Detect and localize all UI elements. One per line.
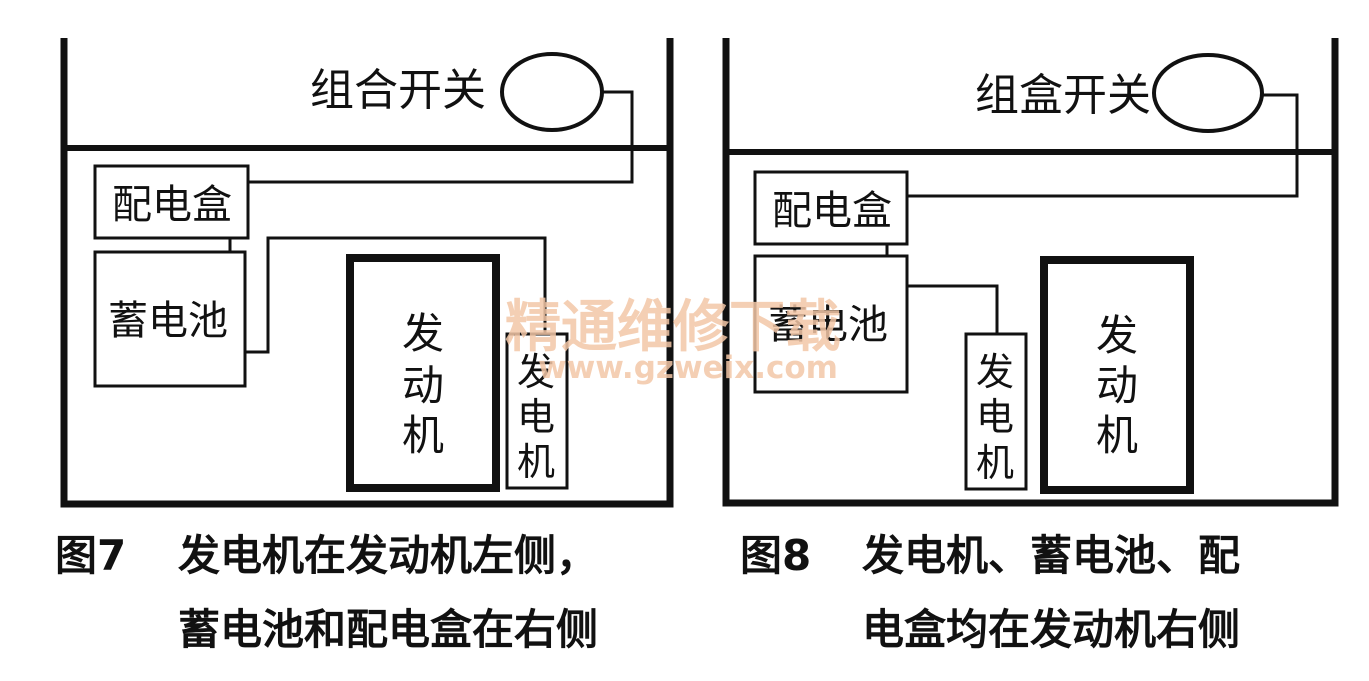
fig7-switch-ellipse — [500, 52, 604, 132]
fig8-frame — [722, 38, 1339, 507]
fig7-battery — [93, 250, 247, 388]
fig7-caption-line-1: 发电机在发动机左侧， — [178, 531, 598, 580]
fig7-caption-line-2: 蓄电池和配电盒在右侧 — [178, 605, 598, 654]
fig8-generator-char-2: 电 — [976, 395, 1014, 439]
fig8-switch-label: 组盒开关 — [975, 70, 1151, 121]
fig8-distribution-box-label: 配电盒 — [772, 188, 892, 234]
fig8-generator — [964, 332, 1028, 491]
fig7-engine-char-1: 发 — [402, 309, 444, 358]
fig8-switch-ellipse — [1152, 53, 1264, 133]
watermark-url: www.gzweix.com — [538, 350, 838, 386]
fig7-generator — [505, 332, 569, 490]
fig7-engine — [346, 254, 500, 492]
figure-7: 组合开关 配电盒 蓄电池 发 动 机 发 电 机 — [60, 38, 674, 508]
fig8-distribution-box — [753, 170, 909, 246]
fig7-engine-char-2: 动 — [402, 361, 444, 410]
fig8-caption-number: 图8 — [740, 531, 811, 580]
fig7-caption-number: 图7 — [55, 531, 126, 580]
fig7-frame — [60, 38, 674, 508]
fig7-wire-switch-to-box — [248, 90, 634, 184]
fig7-generator-char-3: 机 — [517, 440, 555, 484]
fig7-generator-char-1: 发 — [517, 350, 555, 394]
watermark: 精通维修下载 www.gzweix.com — [505, 295, 841, 386]
fig8-engine-char-3: 机 — [1096, 411, 1138, 460]
fig7-distribution-box-label: 配电盒 — [112, 182, 232, 228]
figure-8: 组盒开关 配电盒 蓄电池 发 电 机 发 动 机 — [722, 38, 1339, 507]
fig7-switch-label: 组合开关 — [310, 65, 486, 116]
fig8-generator-char-3: 机 — [976, 441, 1014, 485]
fig8-engine — [1040, 256, 1194, 494]
fig7-wire-battery-to-generator — [245, 236, 547, 354]
fig7-battery-label: 蓄电池 — [108, 298, 228, 344]
fig8-wire-switch-to-box — [907, 93, 1299, 198]
fig8-engine-char-2: 动 — [1096, 361, 1138, 410]
fig8-caption-line-2: 电盒均在发动机右侧 — [862, 605, 1240, 654]
fig8-wire-battery-to-generator — [907, 284, 999, 334]
fig8-battery-label: 蓄电池 — [768, 302, 888, 348]
figure-8-caption: 图8 发电机、蓄电池、配 电盒均在发动机右侧 — [740, 531, 1240, 654]
fig7-generator-char-2: 电 — [517, 395, 555, 439]
figure-7-caption: 图7 发电机在发动机左侧， 蓄电池和配电盒在右侧 — [55, 531, 598, 654]
fig7-distribution-box — [93, 164, 250, 240]
watermark-site-name: 精通维修下载 — [505, 295, 841, 360]
fig8-engine-char-1: 发 — [1096, 311, 1138, 360]
fig8-battery — [753, 254, 909, 394]
fig8-caption-line-1: 发电机、蓄电池、配 — [862, 531, 1240, 580]
fig8-generator-char-1: 发 — [976, 350, 1014, 394]
fig7-engine-char-3: 机 — [402, 411, 444, 460]
